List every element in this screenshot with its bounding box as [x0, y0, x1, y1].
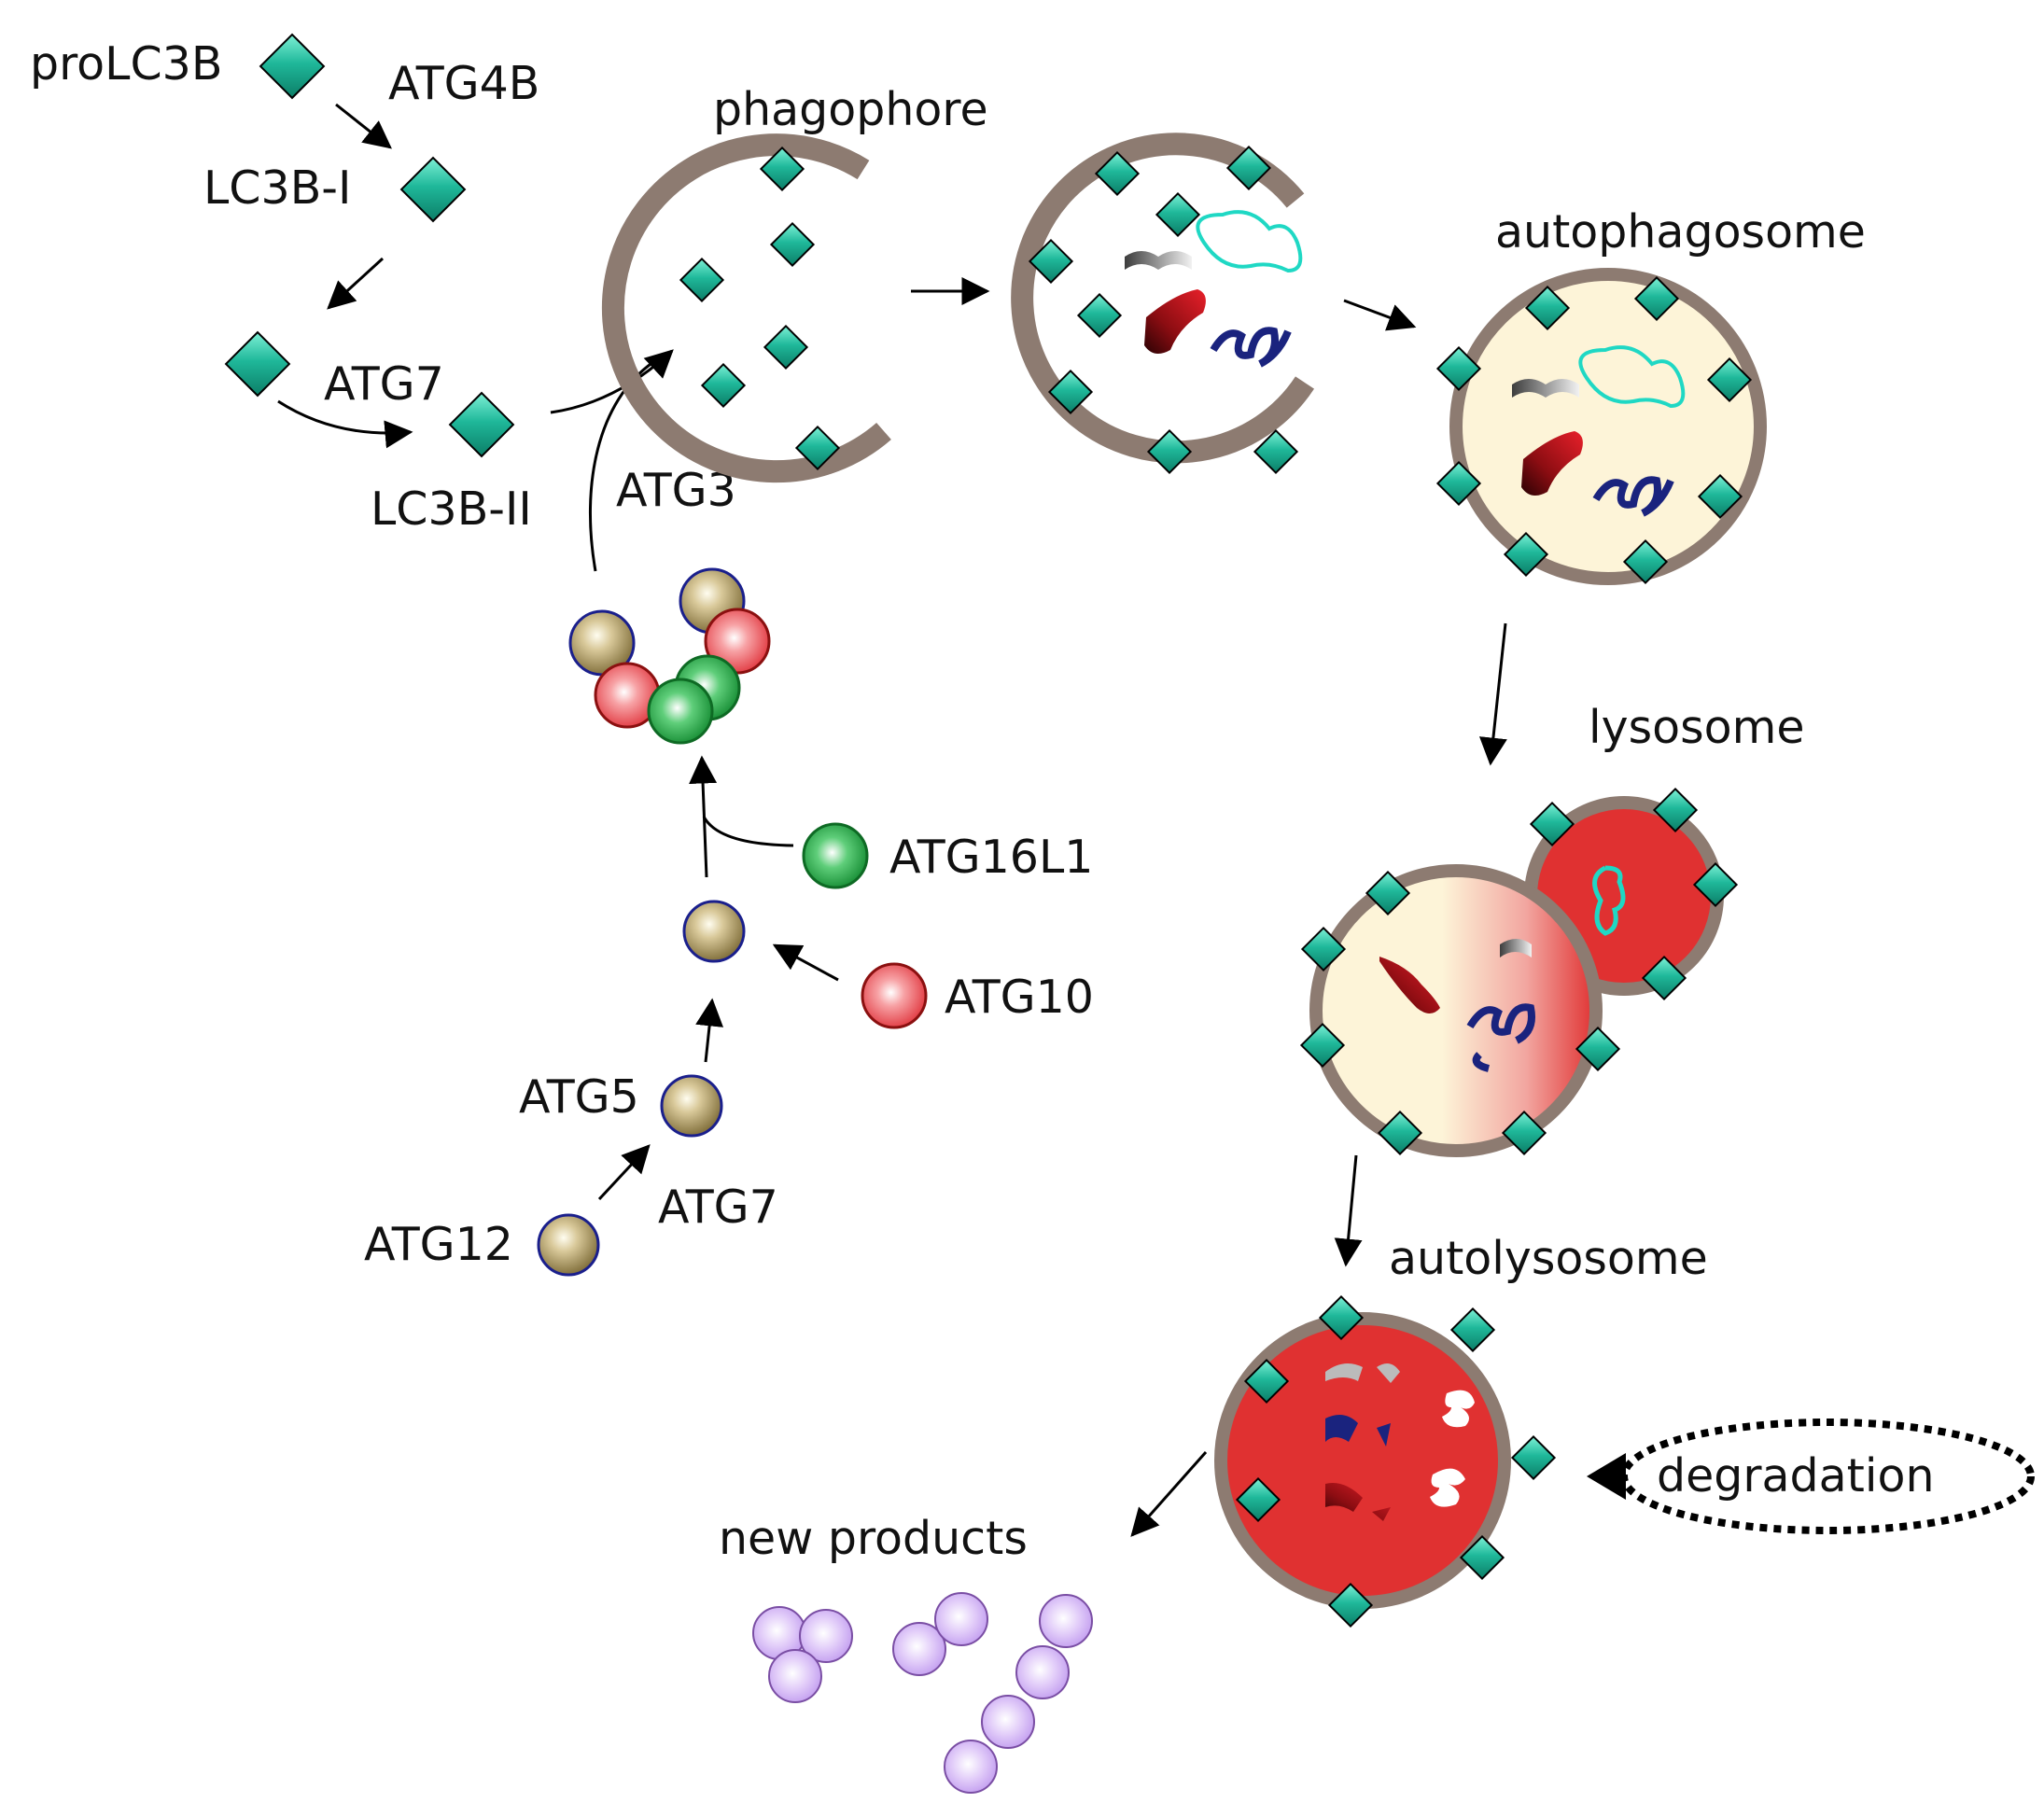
degradation: degradation — [1587, 1419, 2035, 1534]
lysosome-cargo-red — [1379, 957, 1440, 1013]
lc3b-intermediate-diamond — [225, 331, 290, 397]
arrow-atg10 — [772, 943, 839, 982]
product-8 — [981, 1695, 1035, 1749]
arrow-atg7-conjugation — [277, 399, 413, 449]
atg10-label: ATG10 — [945, 971, 1094, 1024]
product-2 — [799, 1609, 853, 1663]
complex-red-1 — [704, 608, 771, 675]
product-6 — [1039, 1594, 1093, 1648]
lc3b-ii-diamond — [449, 392, 514, 457]
arrow-closing-to-autophagosome — [1343, 299, 1417, 331]
fragment-blue — [1325, 1415, 1391, 1447]
arrow-to-new-products — [1130, 1451, 1208, 1537]
autophagosome-cargo-blue — [1592, 476, 1674, 517]
new-products-label: new products — [719, 1512, 1028, 1565]
arrow-prolc3b-to-lc3b-i — [335, 103, 392, 149]
fusing-autophagosome-body — [1309, 864, 1603, 1157]
atg7-top-label: ATG7 — [324, 357, 444, 411]
atg16l1-label: ATG16L1 — [889, 831, 1093, 884]
closing-membrane — [1011, 133, 1315, 464]
autophagosome-cargo-red — [1521, 431, 1583, 496]
lc3-closing-5 — [1077, 293, 1122, 338]
autophagosome-label: autophagosome — [1495, 205, 1866, 259]
lc3b-ii-label: LC3B-II — [371, 482, 532, 536]
lc3-autolysosome-2 — [1450, 1307, 1495, 1352]
arrow-atg12-to-atg5 — [597, 1144, 651, 1201]
phagophore: phagophore — [601, 83, 988, 483]
lysosome-cargo-cyan — [1592, 865, 1626, 936]
atg4b-label: ATG4B — [388, 57, 539, 110]
product-7 — [1015, 1645, 1070, 1699]
atg5-sphere — [660, 1074, 723, 1138]
atg12-label: ATG12 — [364, 1218, 513, 1271]
product-9 — [944, 1740, 998, 1794]
phagophore-membrane — [601, 133, 891, 483]
cargo-red — [1144, 289, 1206, 354]
arrow-lc3b-ii-to-phagophore — [550, 349, 674, 414]
lysosome-fusion: lysosome — [1300, 701, 1805, 1157]
atg3-label: ATG3 — [616, 464, 736, 517]
lc3-closing-7 — [1147, 429, 1192, 474]
lc3-on-phagophore-5 — [701, 363, 746, 408]
phagophore-label: phagophore — [713, 83, 988, 136]
lc3b-i-diamond — [400, 157, 466, 222]
fragment-dark-red — [1325, 1483, 1391, 1521]
arrow-atg5-up — [695, 998, 724, 1063]
arrow-lc3b-i-down — [327, 257, 385, 310]
lysosome-cargo-blue — [1466, 1003, 1535, 1072]
fragment-white-1 — [1442, 1390, 1475, 1428]
lysosome-cargo-grey — [1500, 939, 1532, 957]
prolc3b-diamond — [259, 34, 325, 99]
lc3-on-phagophore-3 — [679, 258, 724, 302]
closing-phagophore — [1011, 133, 1315, 474]
prolc3b-label: proLC3B — [30, 37, 222, 91]
autophagosome-cargo-grey — [1512, 379, 1579, 398]
atg12-conjugation-system: ATG16L1 ATG10 ATG5 ATG7 ATG12 — [364, 567, 1094, 1277]
lc3-on-phagophore-4 — [763, 325, 808, 370]
lc3-closing-3 — [1155, 192, 1200, 237]
autophagosome-body — [1449, 268, 1767, 585]
atg7-bottom-label: ATG7 — [658, 1181, 778, 1234]
atg16l1-join-line — [702, 816, 794, 847]
autolysosome: autolysosome — [1214, 1232, 1708, 1628]
degradation-label: degradation — [1657, 1449, 1935, 1503]
atg5-12-conjugate-sphere — [682, 900, 746, 963]
lc3b-processing: proLC3B ATG4B LC3B-I ATG7 LC3B-II ATG3 — [30, 34, 736, 572]
fragment-grey — [1325, 1363, 1400, 1383]
lc3-autolysosome-4 — [1511, 1435, 1556, 1480]
atg16l1-sphere — [802, 822, 869, 889]
atg10-sphere — [861, 962, 928, 1029]
atg5-label: ATG5 — [519, 1070, 639, 1124]
atg12-sphere — [537, 1213, 600, 1277]
complex-green-2 — [647, 678, 714, 745]
lc3-on-phagophore-2 — [770, 222, 815, 267]
product-3 — [768, 1649, 822, 1703]
autolysosome-label: autolysosome — [1389, 1232, 1708, 1285]
lc3b-i-label: LC3B-I — [203, 161, 351, 215]
arrow-autophagosome-to-lysosome — [1479, 622, 1507, 766]
lysosome-label: lysosome — [1589, 701, 1805, 754]
cargo-grey — [1125, 251, 1192, 270]
cargo-cyan — [1196, 210, 1303, 273]
product-4 — [892, 1622, 946, 1676]
cargo-blue — [1210, 327, 1292, 368]
product-5 — [934, 1592, 988, 1646]
new-products: new products — [719, 1451, 1208, 1794]
degradation-arrowhead — [1587, 1453, 1626, 1500]
autophagosome: autophagosome — [1436, 205, 1866, 585]
autophagosome-cargo-cyan — [1578, 345, 1686, 409]
arrow-lysosome-to-autolysosome — [1334, 1154, 1363, 1267]
fragment-white-2 — [1430, 1468, 1465, 1507]
